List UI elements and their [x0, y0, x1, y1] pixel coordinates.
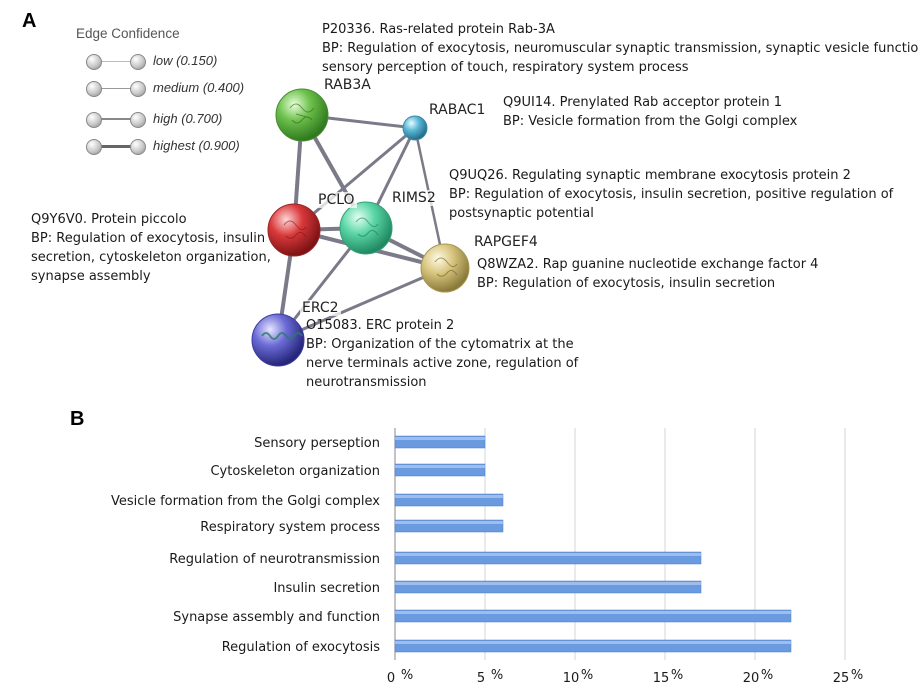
bar [394, 435, 486, 449]
x-tick-label: 0 [387, 671, 395, 684]
node-rab3a [275, 88, 329, 142]
node-label-rabac1: RABAC1 [427, 102, 488, 118]
bar [394, 463, 486, 477]
category-label: Respiratory system process [200, 520, 380, 535]
bar-highlight [395, 437, 485, 440]
bar [394, 551, 702, 565]
rab3a-structure-icon [289, 103, 315, 124]
node-label-rab3a: RAB3A [322, 77, 373, 93]
node-rabac1 [402, 115, 428, 141]
bar [394, 493, 504, 507]
x-tick-label: 5 [477, 671, 485, 684]
category-label: Synapse assembly and function [173, 610, 380, 625]
category-label: Insulin secretion [273, 581, 380, 596]
x-tick-unit: % [851, 668, 863, 683]
node-label-erc2: ERC2 [300, 300, 341, 316]
edge-confidence-legend-title: Edge Confidence [76, 26, 180, 41]
legend-high-label: high (0.700) [153, 111, 223, 126]
node-rims2 [339, 201, 393, 255]
annotation-erc2: O15083. ERC protein 2 BP: Organization o… [306, 318, 579, 390]
bar-highlight [395, 465, 485, 468]
node-label-rims2: RIMS2 [390, 190, 438, 206]
node-label-pclo: PCLO [316, 192, 357, 208]
bar [394, 580, 702, 594]
bar-highlight [395, 641, 791, 644]
x-tick-unit: % [581, 668, 593, 683]
x-tick-unit: % [491, 668, 503, 683]
bar [394, 519, 504, 533]
annotation-rims2: Q9UQ26. Regulating synaptic membrane exo… [449, 168, 894, 221]
bar-highlight [395, 553, 701, 556]
pclo-structure-icon [283, 220, 307, 239]
panel-b-letter: B [70, 408, 85, 430]
category-label: Vesicle formation from the Golgi complex [111, 494, 380, 509]
bar [394, 639, 792, 653]
rims2-structure-icon [355, 217, 379, 237]
node-erc2 [251, 313, 305, 367]
legend-highest-label: highest (0.900) [153, 138, 240, 153]
bar [394, 609, 792, 623]
category-label: Regulation of exocytosis [222, 640, 381, 655]
category-label: Regulation of neurotransmission [169, 552, 380, 567]
edge-erc2-rapgef4 [276, 266, 447, 342]
annotation-rab3a: P20336. Ras-related protein Rab-3A BP: R… [322, 22, 919, 75]
x-tick-label: 15 [653, 671, 670, 684]
x-tick-unit: % [761, 668, 773, 683]
node-label-rapgef4: RAPGEF4 [472, 234, 540, 250]
bar-highlight [395, 521, 503, 524]
node-rapgef4 [420, 243, 470, 293]
annotation-pclo: Q9Y6V0. Protein piccolo BP: Regulation o… [31, 212, 271, 284]
rapgef4-structure-icon [434, 257, 458, 277]
x-tick-unit: % [671, 668, 683, 683]
annotation-rapgef4: Q8WZA2. Rap guanine nucleotide exchange … [477, 257, 819, 291]
category-label: Sensory perseption [254, 436, 380, 451]
category-label: Cytoskeleton organization [210, 464, 380, 479]
x-tick-unit: % [401, 668, 413, 683]
bar-highlight [395, 611, 791, 614]
panel-a-letter: A [22, 10, 37, 32]
erc2-structure-icon [261, 332, 303, 340]
bar-highlight [395, 582, 701, 585]
annotation-rabac1: Q9UI14. Prenylated Rab acceptor protein … [503, 95, 798, 129]
legend-low-label: low (0.150) [153, 53, 218, 68]
legend-medium-label: medium (0.400) [153, 80, 245, 95]
bar-highlight [395, 495, 503, 498]
x-tick-label: 25 [833, 671, 850, 684]
node-pclo [267, 203, 321, 257]
bar-chart: 0%5%10%15%20%25%Sensory perseptionCytosk… [111, 428, 863, 684]
x-tick-label: 10 [563, 671, 580, 684]
x-tick-label: 20 [743, 671, 760, 684]
